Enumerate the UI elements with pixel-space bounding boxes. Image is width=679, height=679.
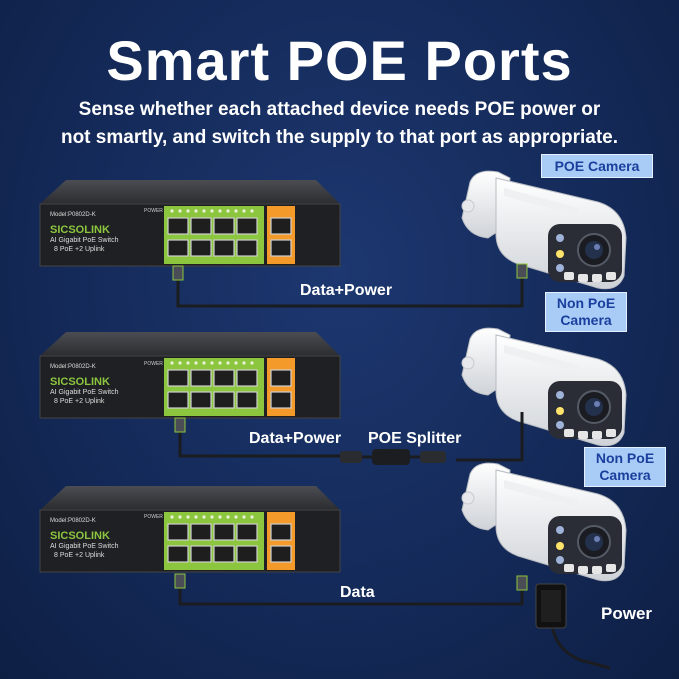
camera-1-tag: POE Camera: [541, 154, 653, 178]
switch-line-2: 8 PoE +2 Uplink: [54, 398, 105, 405]
switch-3-power-label: POWER: [144, 514, 163, 520]
switch-model: Model:P0802D-K: [50, 364, 96, 370]
switch-line-1: AI Gigabit PoE Switch: [50, 543, 119, 550]
page-title: Smart POE Ports: [106, 29, 573, 92]
cable-row-2: [178, 412, 524, 462]
cable-row-1: [176, 270, 524, 308]
camera-2-tag: Non PoE Camera: [545, 292, 627, 332]
poe-splitter: [340, 449, 446, 465]
switch-2-front-text: Model:P0802D-K SICSOLINK AI Gigabit PoE …: [40, 356, 164, 418]
cable-row-3: [178, 578, 611, 670]
row-2-link-label: Data+Power: [249, 430, 342, 447]
subtitle-line-1: Sense whether each attached device needs…: [78, 99, 601, 120]
switch-2-power-label: POWER: [144, 361, 163, 367]
power-label: Power: [601, 604, 653, 623]
switch-line-1: AI Gigabit PoE Switch: [50, 237, 119, 244]
switch-line-2: 8 PoE +2 Uplink: [54, 552, 105, 559]
camera-2: [461, 327, 627, 447]
power-adapter-icon: [535, 583, 567, 629]
camera-1: [461, 170, 627, 290]
switch-1-front-text: Model:P0802D-K SICSOLINK AI Gigabit PoE …: [40, 204, 164, 266]
row-1-link-label: Data+Power: [300, 282, 393, 299]
switch-line-1: AI Gigabit PoE Switch: [50, 389, 119, 396]
switch-3-front-text: Model:P0802D-K SICSOLINK AI Gigabit PoE …: [40, 510, 164, 572]
switch-1-power-label: POWER: [144, 208, 163, 214]
subtitle-line-2: not smartly, and switch the supply to th…: [60, 127, 619, 148]
switch-line-2: 8 PoE +2 Uplink: [54, 246, 105, 253]
poe-splitter-label: POE Splitter: [368, 430, 462, 447]
switch-model: Model:P0802D-K: [50, 518, 96, 524]
switch-brand: SICSOLINK: [50, 224, 110, 236]
switch-brand: SICSOLINK: [50, 376, 110, 388]
row-3-link-label: Data: [340, 584, 375, 601]
camera-3-tag: Non PoE Camera: [584, 447, 666, 487]
page-subtitle: Sense whether each attached device needs…: [10, 96, 669, 152]
switch-model: Model:P0802D-K: [50, 212, 96, 218]
switch-brand: SICSOLINK: [50, 530, 110, 542]
